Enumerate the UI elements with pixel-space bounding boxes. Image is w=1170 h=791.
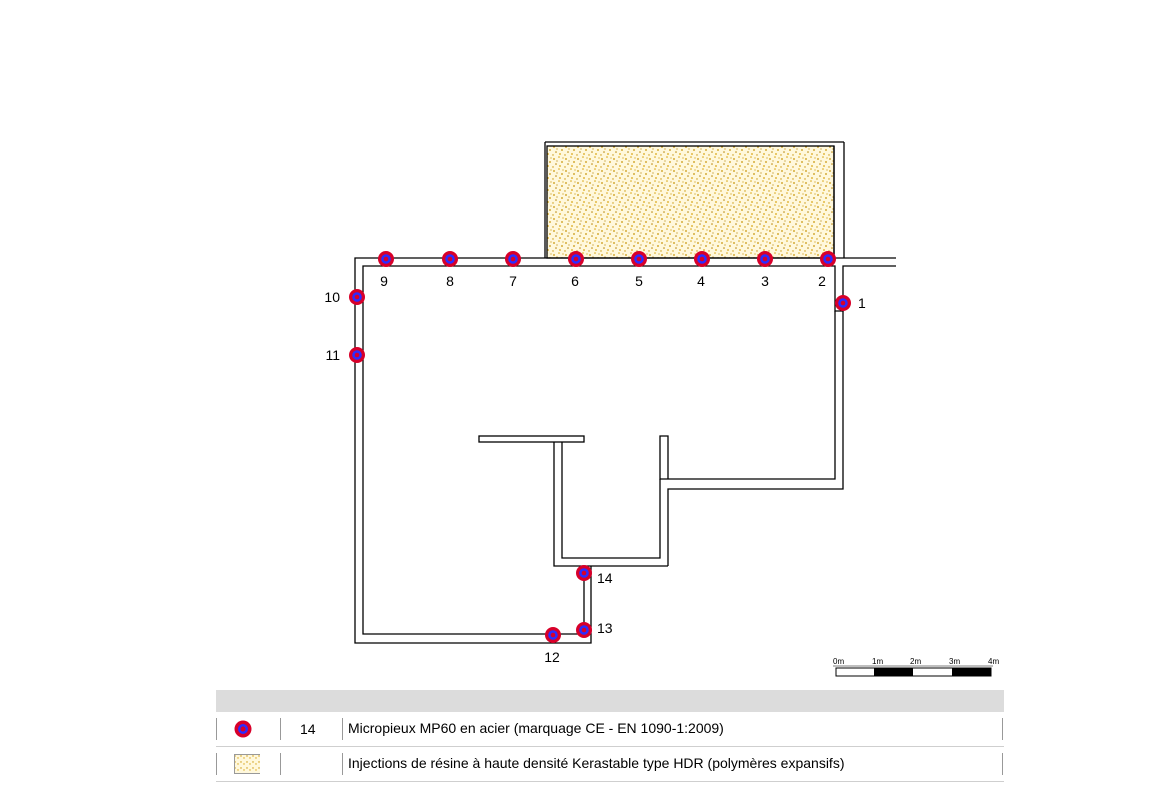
legend-row-resin: Injections de résine à haute densité Ker… [216,747,1004,782]
pile-number-label: 6 [571,273,579,289]
pile-number-label: 2 [818,273,826,289]
pile-number-label: 13 [597,620,613,636]
pile-number-label: 14 [597,570,613,586]
pile-number-label: 7 [509,273,517,289]
micropile-11: 11 [325,347,365,363]
pile-number-label: 8 [446,273,454,289]
legend-quantity: 14 [300,721,316,737]
scale-label: 3m [949,657,960,666]
micropile-12: 12 [544,627,561,665]
scale-label: 0m [833,657,844,666]
micropile-icon [234,720,252,738]
micropile-4: 4 [694,251,710,289]
legend-table: 14 Micropieux MP60 en acier (marquage CE… [216,690,1004,782]
micropile-9: 9 [378,251,394,289]
pile-number-label: 4 [697,273,705,289]
micropile-5: 5 [631,251,647,289]
scale-label: 4m [988,657,999,666]
legend-description: Micropieux MP60 en acier (marquage CE - … [348,720,724,736]
pile-number-label: 10 [324,289,340,305]
scale-label: 1m [872,657,883,666]
scale-bar: 0m 1m 2m 3m 4m [833,657,999,677]
building-walls [354,257,896,644]
scale-label: 2m [910,657,921,666]
legend-row-micropiles: 14 Micropieux MP60 en acier (marquage CE… [216,712,1004,747]
pile-number-label: 11 [325,347,340,363]
micropile-6: 6 [568,251,584,289]
micropile-13: 13 [576,620,613,638]
pile-number-label: 1 [858,295,866,311]
pile-number-label: 9 [380,273,388,289]
resin-injection-zone [546,145,835,259]
micropile-10: 10 [324,289,365,305]
micropile-3: 3 [757,251,773,289]
micropile-7: 7 [505,251,521,289]
pile-number-label: 3 [761,273,769,289]
micropile-8: 8 [442,251,458,289]
legend-header [216,690,1004,712]
pile-number-label: 12 [544,649,560,665]
micropile-2: 2 [818,251,836,289]
pile-number-label: 5 [635,273,643,289]
micropile-1: 1 [835,295,866,311]
legend-description: Injections de résine à haute densité Ker… [348,755,845,771]
resin-injection-icon [234,754,260,774]
micropile-14: 14 [576,565,613,586]
